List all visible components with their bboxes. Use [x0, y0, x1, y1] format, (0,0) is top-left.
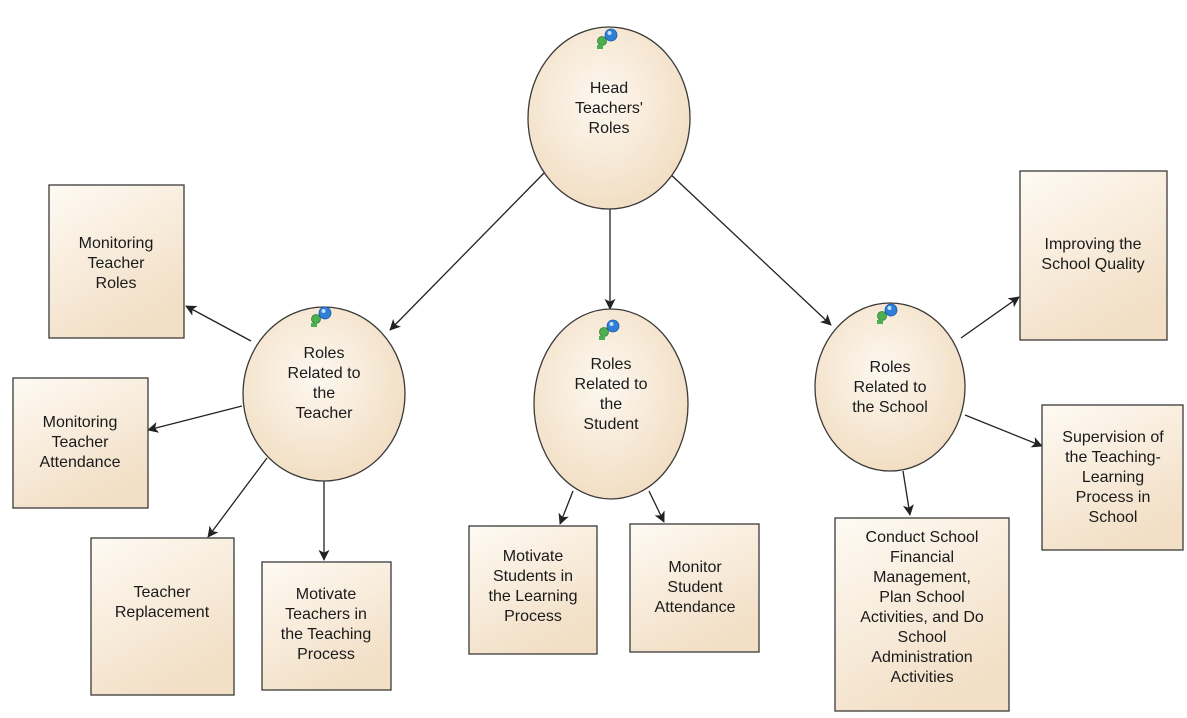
arrow-school-supervision [964, 414, 1043, 448]
label-line: Activities [890, 669, 953, 686]
label-line: Motivate [296, 586, 357, 603]
label-line: Head [590, 80, 628, 97]
label-line: Roles [96, 275, 137, 292]
label-line: Teacher [52, 434, 110, 451]
label-line: Motivate [503, 548, 564, 565]
label-line: Supervision of [1062, 429, 1164, 446]
label-line: Monitoring [79, 235, 154, 252]
label-line: Related to [288, 365, 361, 382]
label-line: Conduct School [866, 529, 979, 546]
label-line: the School [852, 399, 928, 416]
arrow-school-improving [960, 296, 1020, 339]
label-line: the Teaching [281, 626, 371, 643]
label-line: Monitor [668, 559, 722, 576]
label-line: Process [297, 646, 355, 663]
arrow-teacher-replacement [207, 457, 268, 538]
label-line: Teachers' [575, 100, 643, 117]
label-line: Improving the [1045, 236, 1142, 253]
label-line: Process [504, 608, 562, 625]
arrow-root-school [666, 170, 832, 326]
label-line: the Teaching- [1065, 449, 1161, 466]
label-line: Roles [591, 356, 632, 373]
label-line: Teacher [88, 255, 146, 272]
arrow-teacher-monitoring-roles [185, 305, 252, 342]
label-line: the [600, 396, 622, 413]
label-line: Monitoring [43, 414, 118, 431]
arrow-student-monitor-attendance [648, 490, 665, 523]
label-line: School [898, 629, 947, 646]
label-line: Students in [493, 568, 573, 585]
arrow-student-motivate-students [558, 490, 574, 525]
arrow-school-conduct [902, 470, 914, 516]
label-line: Administration [871, 649, 972, 666]
label-line: the Learning [489, 588, 578, 605]
label-line: Process in [1076, 489, 1151, 506]
label-line: Teacher [296, 405, 354, 422]
label-line: Related to [854, 379, 927, 396]
label-line: Teachers in [285, 606, 367, 623]
label-line: Attendance [655, 599, 736, 616]
arrow-root-teacher [389, 170, 547, 331]
label-line: Teacher [134, 584, 192, 601]
label-line: Student [667, 579, 723, 596]
label-line: Management, [873, 569, 971, 586]
connectors [147, 170, 1043, 561]
label-line: the [313, 385, 335, 402]
label-line: Roles [304, 345, 345, 362]
label-line: School [1089, 509, 1138, 526]
label-line: Financial [890, 549, 954, 566]
label-line: Learning [1082, 469, 1144, 486]
label-line: Plan School [879, 589, 964, 606]
label-line: Activities, and Do [860, 609, 984, 626]
label-line: Roles [870, 359, 911, 376]
arrow-teacher-monitoring-attendance [147, 405, 243, 433]
label-line: Roles [589, 120, 630, 137]
label-line: Related to [575, 376, 648, 393]
label-line: School Quality [1041, 256, 1144, 273]
label-line: Attendance [40, 454, 121, 471]
label-line: Student [583, 416, 639, 433]
label-line: Replacement [115, 604, 210, 621]
